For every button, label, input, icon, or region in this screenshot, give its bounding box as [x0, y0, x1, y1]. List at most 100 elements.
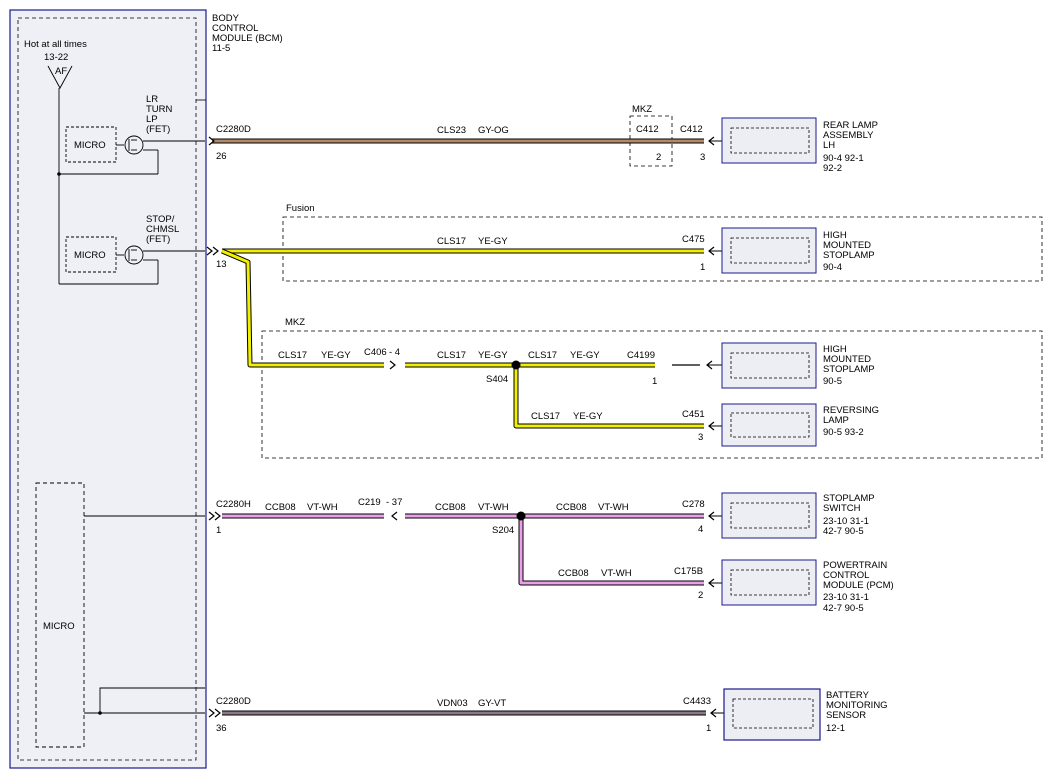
- c219-pin: - 37: [386, 497, 402, 508]
- ccb08-b: CCB08: [435, 502, 466, 513]
- c219: C219: [358, 497, 381, 508]
- pin-4: 4: [698, 524, 703, 535]
- pcm-2: CONTROL: [823, 570, 869, 581]
- cls17-d: CLS17: [528, 350, 557, 361]
- mkz-label-large: MKZ: [285, 317, 305, 328]
- fet-icon-2: [124, 245, 144, 265]
- splice-s204: [516, 511, 526, 521]
- pin-2-mid: 2: [656, 152, 661, 163]
- ccb08-d: CCB08: [558, 568, 589, 579]
- stop-2: CHMSL: [146, 224, 179, 235]
- connector-chevrons: [206, 136, 717, 718]
- bcm-title-1: BODY: [212, 13, 240, 24]
- vt-wh-d: VT-WH: [601, 568, 632, 579]
- micro-box-2: [65, 236, 117, 273]
- fuse-id: AF: [55, 66, 67, 77]
- cls17-b: CLS17: [278, 350, 307, 361]
- c406-pin: - 4: [389, 347, 400, 358]
- hmsl-mkz-3: STOPLAMP: [823, 364, 875, 375]
- reversing-2: LAMP: [823, 415, 849, 426]
- c175b: C175B: [674, 566, 703, 577]
- pin-26: 26: [216, 151, 227, 162]
- hmsl-mkz-4: 90-5: [823, 376, 842, 387]
- c2280d-b: C2280D: [216, 696, 251, 707]
- pin-1-b: 1: [652, 376, 657, 387]
- stoplamp-switch-2: SWITCH: [823, 503, 861, 514]
- pcm-1: POWERTRAIN: [823, 560, 887, 571]
- pcm-module: [721, 559, 817, 606]
- ccb08-c: CCB08: [556, 502, 587, 513]
- mkz-label-small: MKZ: [632, 104, 652, 115]
- micro-label-3: MICRO: [43, 621, 75, 632]
- lr-turn-3: LP: [146, 114, 158, 125]
- bcm-title-3: MODULE (BCM): [212, 33, 283, 44]
- c475: C475: [682, 234, 705, 245]
- vt-wh-a: VT-WH: [307, 502, 338, 513]
- bcm-title-4: 11-5: [212, 43, 230, 54]
- hmsl-mkz-1: HIGH: [823, 344, 847, 355]
- stoplamp-switch-4: 42-7 90-5: [823, 526, 864, 537]
- c2280d-a: C2280D: [216, 124, 251, 135]
- bcm-module: [9, 9, 207, 769]
- pin-3-a: 3: [700, 152, 705, 163]
- wire-cls17: [221, 248, 704, 429]
- hmsl-fusion-3: STOPLAMP: [823, 250, 875, 261]
- fuse-icon: [47, 65, 73, 89]
- cls17-c: CLS17: [437, 350, 466, 361]
- rear-lamp-5: 92-2: [823, 163, 842, 174]
- bms-2: MONITORING: [826, 700, 888, 711]
- c4433: C4433: [683, 696, 711, 707]
- c4199: C4199: [627, 350, 655, 361]
- hmsl-fusion-4: 90-4: [823, 262, 842, 273]
- pcm-5: 42-7 90-5: [823, 603, 864, 614]
- s404: S404: [486, 374, 508, 385]
- bcm-inner-border: [17, 17, 197, 761]
- cls23: CLS23: [437, 125, 466, 136]
- hmsl-fusion: [721, 227, 817, 274]
- rear-lamp-1: REAR LAMP: [823, 120, 878, 131]
- bms-3: SENSOR: [826, 710, 866, 721]
- hmsl-mkz-2: MOUNTED: [823, 354, 871, 365]
- lr-turn-4: (FET): [146, 124, 170, 135]
- reversing-3: 90-5 93-2: [823, 427, 864, 438]
- pin-36: 36: [216, 723, 227, 734]
- c278: C278: [682, 499, 705, 510]
- splice-s404: [511, 360, 521, 370]
- c412-mid: C412: [636, 124, 659, 135]
- ye-gy-a: YE-GY: [478, 236, 508, 247]
- ye-gy-d: YE-GY: [570, 350, 600, 361]
- gy-og: GY-OG: [478, 125, 509, 136]
- rear-lamp-2: ASSEMBLY: [823, 130, 874, 141]
- fuse-ref: 13-22: [44, 52, 68, 63]
- fet-icon-1: [124, 135, 144, 155]
- micro-box-1: [65, 126, 117, 163]
- hmsl-fusion-1: HIGH: [823, 230, 847, 241]
- pin-1-d: 1: [706, 723, 711, 734]
- stop-1: STOP/: [146, 214, 175, 225]
- stoplamp-switch: [721, 492, 817, 539]
- bcm-title-2: CONTROL: [212, 23, 258, 34]
- ye-gy-c: YE-GY: [478, 350, 508, 361]
- cls17-a: CLS17: [437, 236, 466, 247]
- rear-lamp-4: 90-4 92-1: [823, 153, 864, 164]
- pcm-4: 23-10 31-1: [823, 592, 869, 603]
- pin-1-c: 1: [216, 525, 221, 536]
- s204: S204: [492, 525, 514, 536]
- rear-lamp-assembly: [721, 117, 817, 164]
- stoplamp-switch-3: 23-10 31-1: [823, 516, 869, 527]
- micro-label-2: MICRO: [74, 250, 106, 261]
- ye-gy-b: YE-GY: [321, 350, 351, 361]
- hot-label: Hot at all times: [24, 39, 87, 50]
- micro-box-3: [35, 482, 85, 748]
- c406: C406: [364, 347, 387, 358]
- rear-lamp-3: LH: [823, 140, 835, 151]
- hmsl-fusion-2: MOUNTED: [823, 240, 871, 251]
- lr-turn-1: LR: [146, 94, 158, 105]
- stoplamp-switch-1: STOPLAMP: [823, 493, 875, 504]
- reversing-1: REVERSING: [823, 405, 879, 416]
- ye-gy-e: YE-GY: [573, 411, 603, 422]
- vdn03: VDN03: [437, 698, 468, 709]
- gy-vt: GY-VT: [478, 698, 506, 709]
- pin-1-a: 1: [700, 262, 705, 273]
